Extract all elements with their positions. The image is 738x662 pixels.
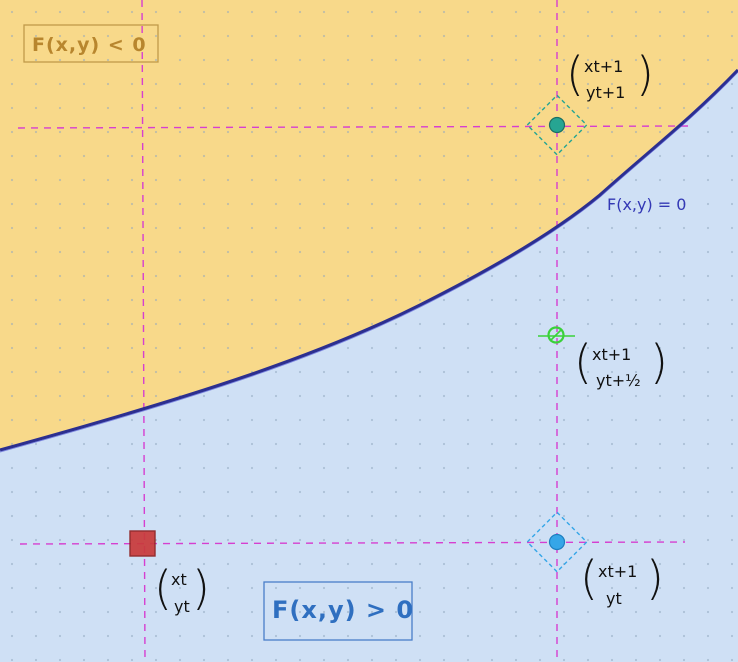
- horizontal-guide-yt1: [17, 125, 691, 129]
- label-east: ( ) xt+1 yt: [580, 551, 664, 608]
- svg-text:(: (: [154, 561, 172, 615]
- label-midpoint-y: yt+½: [596, 371, 641, 390]
- curve-line: [0, 68, 738, 452]
- label-current-x: xt: [171, 570, 187, 589]
- negative-region-label: F(x,y) < 0: [32, 34, 147, 56]
- svg-text:(: (: [566, 47, 584, 101]
- label-east-x: xt+1: [598, 562, 637, 581]
- svg-text:(: (: [574, 335, 592, 389]
- svg-text:): ): [646, 551, 664, 605]
- svg-text:): ): [650, 335, 668, 389]
- east-point: [526, 511, 588, 573]
- svg-text:): ): [192, 561, 210, 615]
- label-east-y: yt: [606, 589, 622, 608]
- label-current: ( ) xt yt: [154, 561, 210, 616]
- label-northeast-x: xt+1: [584, 57, 623, 76]
- northeast-point: [526, 94, 588, 156]
- midpoint-marker: [538, 326, 575, 344]
- label-northeast-y: yt+1: [586, 83, 625, 102]
- positive-region-label: F(x,y) > 0: [272, 596, 414, 624]
- svg-text:): ): [636, 47, 654, 101]
- current-point: [129, 530, 156, 557]
- label-current-y: yt: [174, 597, 190, 616]
- positive-label-box: [263, 581, 413, 641]
- label-midpoint-x: xt+1: [592, 345, 631, 364]
- negative-label-box: [23, 24, 159, 63]
- svg-text:(: (: [580, 551, 598, 605]
- curve-label: F(x,y) = 0: [607, 195, 686, 214]
- label-northeast: ( ) xt+1 yt+1: [566, 47, 654, 102]
- label-midpoint: ( ) xt+1 yt+½: [574, 335, 668, 390]
